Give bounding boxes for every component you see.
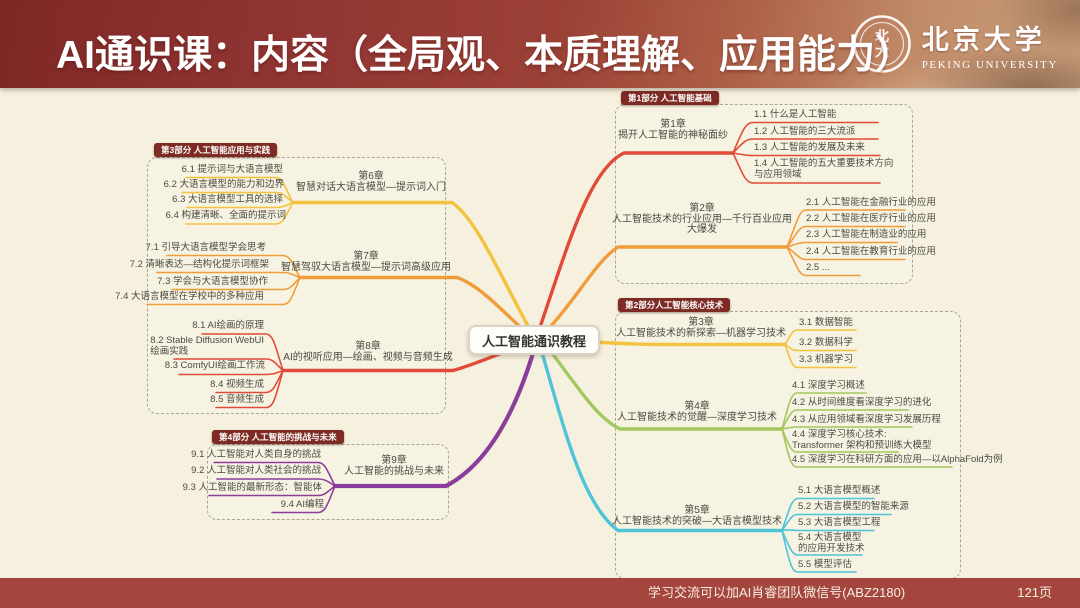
pku-logo-text: 北京大学 PEKING UNIVERSITY <box>922 18 1058 71</box>
topic-3-2: 3.2 数据科学 <box>799 337 853 348</box>
topic-9-4: 9.4 AI编程 <box>280 499 324 510</box>
topic-6-4: 6.4 构建清晰、全面的提示词 <box>165 210 286 221</box>
chapter2-node: 第2章 人工智能技术的行业应用—千行百业应用 大爆发 <box>612 203 792 236</box>
header-banner: AI通识课：内容（全局观、本质理解、应用能力） 北 大 北京大学 PEKING … <box>0 0 1080 88</box>
topic-5-2: 5.2 大语言模型的智能来源 <box>798 501 909 512</box>
topic-2-1: 2.1 人工智能在金融行业的应用 <box>806 197 936 208</box>
part1-badge: 第1部分 人工智能基础 <box>621 91 719 105</box>
topic-6-1: 6.1 提示词与大语言模型 <box>181 164 283 175</box>
topic-4-4: 4.4 深度学习核心技术: Transformer 架构和预训练大模型 <box>792 429 932 451</box>
footer-bar: 学习交流可以加AI肖睿团队微信号(ABZ2180) 121页 <box>0 578 1080 608</box>
topic-6-3: 6.3 大语言模型工具的选择 <box>172 194 283 205</box>
topic-4-2: 4.2 从时间维度看深度学习的进化 <box>792 397 932 408</box>
topic-7-2: 7.2 清晰表达—结构化提示词框架 <box>129 259 269 270</box>
topic-7-4: 7.4 大语言模型在学校中的多种应用 <box>115 291 264 302</box>
topic-3-1: 3.1 数据智能 <box>799 317 853 328</box>
topic-7-1: 7.1 引导大语言模型学会思考 <box>145 242 266 253</box>
page-title: AI通识课：内容（全局观、本质理解、应用能力） <box>56 34 915 77</box>
topic-1-3: 1.3 人工智能的发展及未来 <box>754 142 865 153</box>
part3-badge: 第3部分 人工智能应用与实践 <box>154 143 278 157</box>
chapter3-node: 第3章 人工智能技术的新探索—机器学习技术 <box>616 317 786 339</box>
topic-5-5: 5.5 模型评估 <box>798 559 852 570</box>
chapter7-node: 第7章 智慧驾驭大语言模型—提示词高级应用 <box>281 251 451 273</box>
svg-text:大: 大 <box>875 43 889 60</box>
topic-2-2: 2.2 人工智能在医疗行业的应用 <box>806 213 936 224</box>
topic-5-3: 5.3 大语言模型工程 <box>798 517 881 528</box>
topic-1-2: 1.2 人工智能的三大流派 <box>754 126 856 137</box>
topic-4-1: 4.1 深度学习概述 <box>792 380 865 391</box>
topic-1-4: 1.4 人工智能的五大重要技术方向 与应用领域 <box>754 158 894 180</box>
chapter6-node: 第6章 智慧对话大语言模型—提示词入门 <box>296 171 446 193</box>
topic-8-1: 8.1 AI绘画的原理 <box>192 320 264 331</box>
topic-2-3: 2.3 人工智能在制造业的应用 <box>806 229 927 240</box>
svg-text:北: 北 <box>875 29 889 45</box>
page-number: 121页 <box>1017 585 1052 600</box>
topic-5-4: 5.4 大语言模型 的应用开发技术 <box>798 532 865 554</box>
topic-8-4: 8.4 视频生成 <box>210 379 264 390</box>
part2-badge: 第2部分人工智能核心技术 <box>618 298 731 312</box>
topic-2-5: 2.5 ... <box>806 262 830 273</box>
topic-8-3: 8.3 ComfyUI绘画工作流 <box>164 360 265 371</box>
pku-logo: 北 大 北京大学 PEKING UNIVERSITY <box>852 14 1058 74</box>
topic-6-2: 6.2 大语言模型的能力和边界 <box>163 179 284 190</box>
footer-note: 学习交流可以加AI肖睿团队微信号(ABZ2180) <box>648 585 906 600</box>
part4-badge: 第4部分 人工智能的挑战与未来 <box>212 430 344 444</box>
pku-seal-icon: 北 大 <box>852 15 911 73</box>
pku-name-en: PEKING UNIVERSITY <box>921 58 1058 71</box>
topic-9-2: 9.2 人工智能对人类社会的挑战 <box>191 465 321 476</box>
pku-name-cn: 北京大学 <box>921 24 1046 55</box>
topic-7-3: 7.3 学会与大语言模型协作 <box>157 276 268 287</box>
chapter1-node: 第1章 揭开人工智能的神秘面纱 <box>618 119 728 141</box>
chapter4-node: 第4章 人工智能技术的觉醒—深度学习技术 <box>617 401 777 423</box>
central-topic: 人工智能通识教程 <box>468 325 600 355</box>
topic-2-4: 2.4 人工智能在教育行业的应用 <box>806 246 936 257</box>
topic-5-1: 5.1 大语言模型概述 <box>798 485 881 496</box>
topic-4-5: 4.5 深度学习在科研方面的应用—以AlphaFold为例 <box>792 454 1003 465</box>
topic-3-3: 3.3 机器学习 <box>799 354 853 365</box>
topic-9-3: 9.3 人工智能的最新形态：智能体 <box>182 482 322 493</box>
chapter5-node: 第5章 人工智能技术的突破—大语言模型技术 <box>612 505 782 527</box>
topic-8-2: 8.2 Stable Diffusion WebUI 绘画实践 <box>150 335 264 357</box>
topic-4-3: 4.3 从应用领域看深度学习发展历程 <box>792 414 941 425</box>
topic-8-5: 8.5 音频生成 <box>210 394 264 405</box>
chapter9-node: 第9章 人工智能的挑战与未来 <box>344 455 444 477</box>
topic-9-1: 9.1 人工智能对人类自身的挑战 <box>191 449 321 460</box>
topic-1-1: 1.1 什么是人工智能 <box>754 109 837 120</box>
chapter8-node: 第8章 AI的视听应用—绘画、视频与音频生成 <box>283 341 453 363</box>
